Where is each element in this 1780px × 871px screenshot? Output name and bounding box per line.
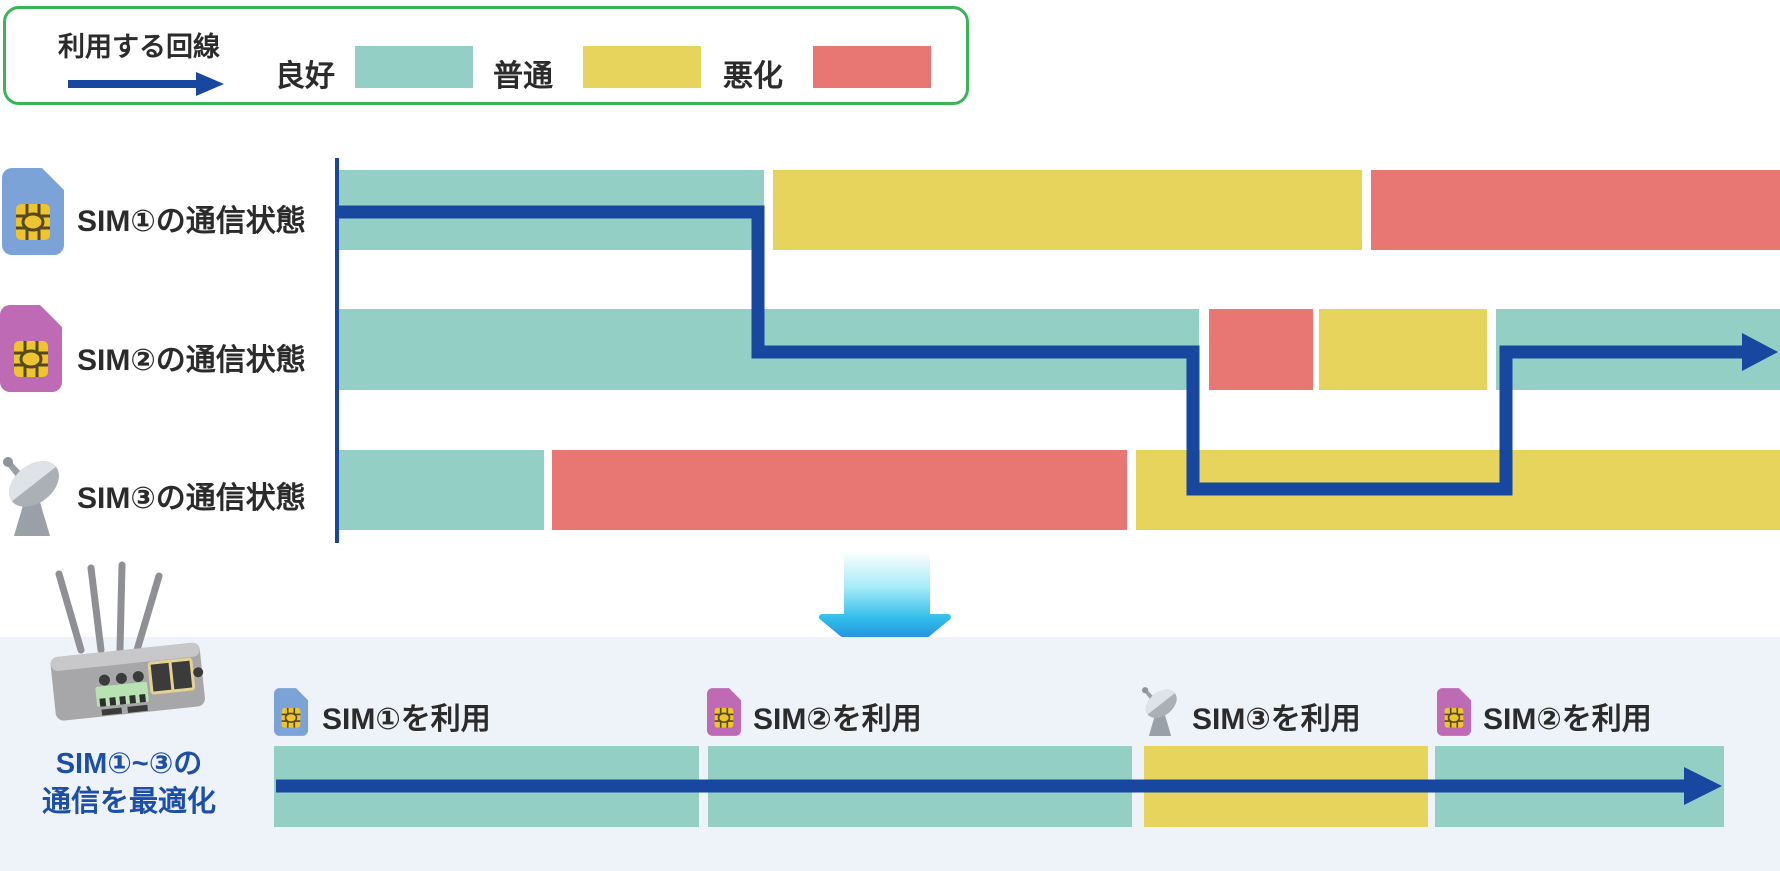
status-segment: [339, 450, 544, 530]
satellite-dish-icon: [0, 452, 64, 536]
satellite-dish-icon: [1140, 684, 1180, 736]
legend: 利用する回線 良好 普通 悪化: [3, 6, 969, 105]
legend-label-normal: 普通: [493, 60, 553, 93]
status-segment: [707, 746, 1133, 827]
use-label-sim2: SIM②を利用: [753, 703, 922, 736]
use-label-sim3: SIM③を利用: [1192, 703, 1361, 736]
sim-card-blue-icon: [2, 168, 64, 255]
sim-card-magenta-icon: [707, 688, 741, 736]
status-segment: [1435, 746, 1724, 827]
row-label-sim2: SIM②の通信状態: [77, 344, 306, 377]
status-segment: [1318, 309, 1488, 390]
sim-card-magenta-icon: [0, 305, 62, 392]
sim3-status-bar: [339, 450, 1780, 530]
optimize-caption-line1: SIM①~③の: [55, 748, 203, 780]
sim-card-blue-icon: [274, 688, 308, 736]
row-label-sim1: SIM①の通信状態: [77, 205, 306, 238]
sim1-status-bar: [339, 170, 1780, 250]
legend-swatch-bad: [813, 46, 931, 88]
sim-card-magenta-icon: [1437, 688, 1471, 736]
chart-axis: [335, 158, 339, 543]
status-segment: [552, 450, 1128, 530]
legend-label-good: 良好: [275, 60, 335, 93]
use-label-sim1: SIM①を利用: [322, 703, 491, 736]
status-segment: [339, 170, 765, 250]
legend-swatch-good: [355, 46, 473, 88]
legend-title: 利用する回線: [58, 32, 220, 62]
status-segment: [1209, 309, 1314, 390]
router-icon: [25, 552, 215, 737]
status-segment: [1135, 450, 1780, 530]
legend-label-bad: 悪化: [723, 60, 783, 93]
status-segment: [274, 746, 699, 827]
row-label-sim3: SIM③の通信状態: [77, 482, 306, 515]
status-segment: [1144, 746, 1429, 827]
legend-swatch-normal: [583, 46, 701, 88]
optimize-caption-line2: 通信を最適化: [41, 786, 216, 818]
sim2-status-bar: [339, 309, 1780, 390]
status-segment: [339, 309, 1200, 390]
use-label-sim2b: SIM②を利用: [1483, 703, 1652, 736]
status-segment: [1496, 309, 1780, 390]
line-usage-arrow-icon: [68, 72, 224, 96]
status-segment: [772, 170, 1363, 250]
status-segment: [1370, 170, 1780, 250]
optimized-band: SIM①~③の 通信を最適化 SIM①を利用 SIM②を利用 SIM③を利用 S…: [0, 637, 1780, 871]
optimize-caption: SIM①~③の 通信を最適化: [22, 745, 236, 821]
optimized-status-bar: [274, 746, 1724, 827]
